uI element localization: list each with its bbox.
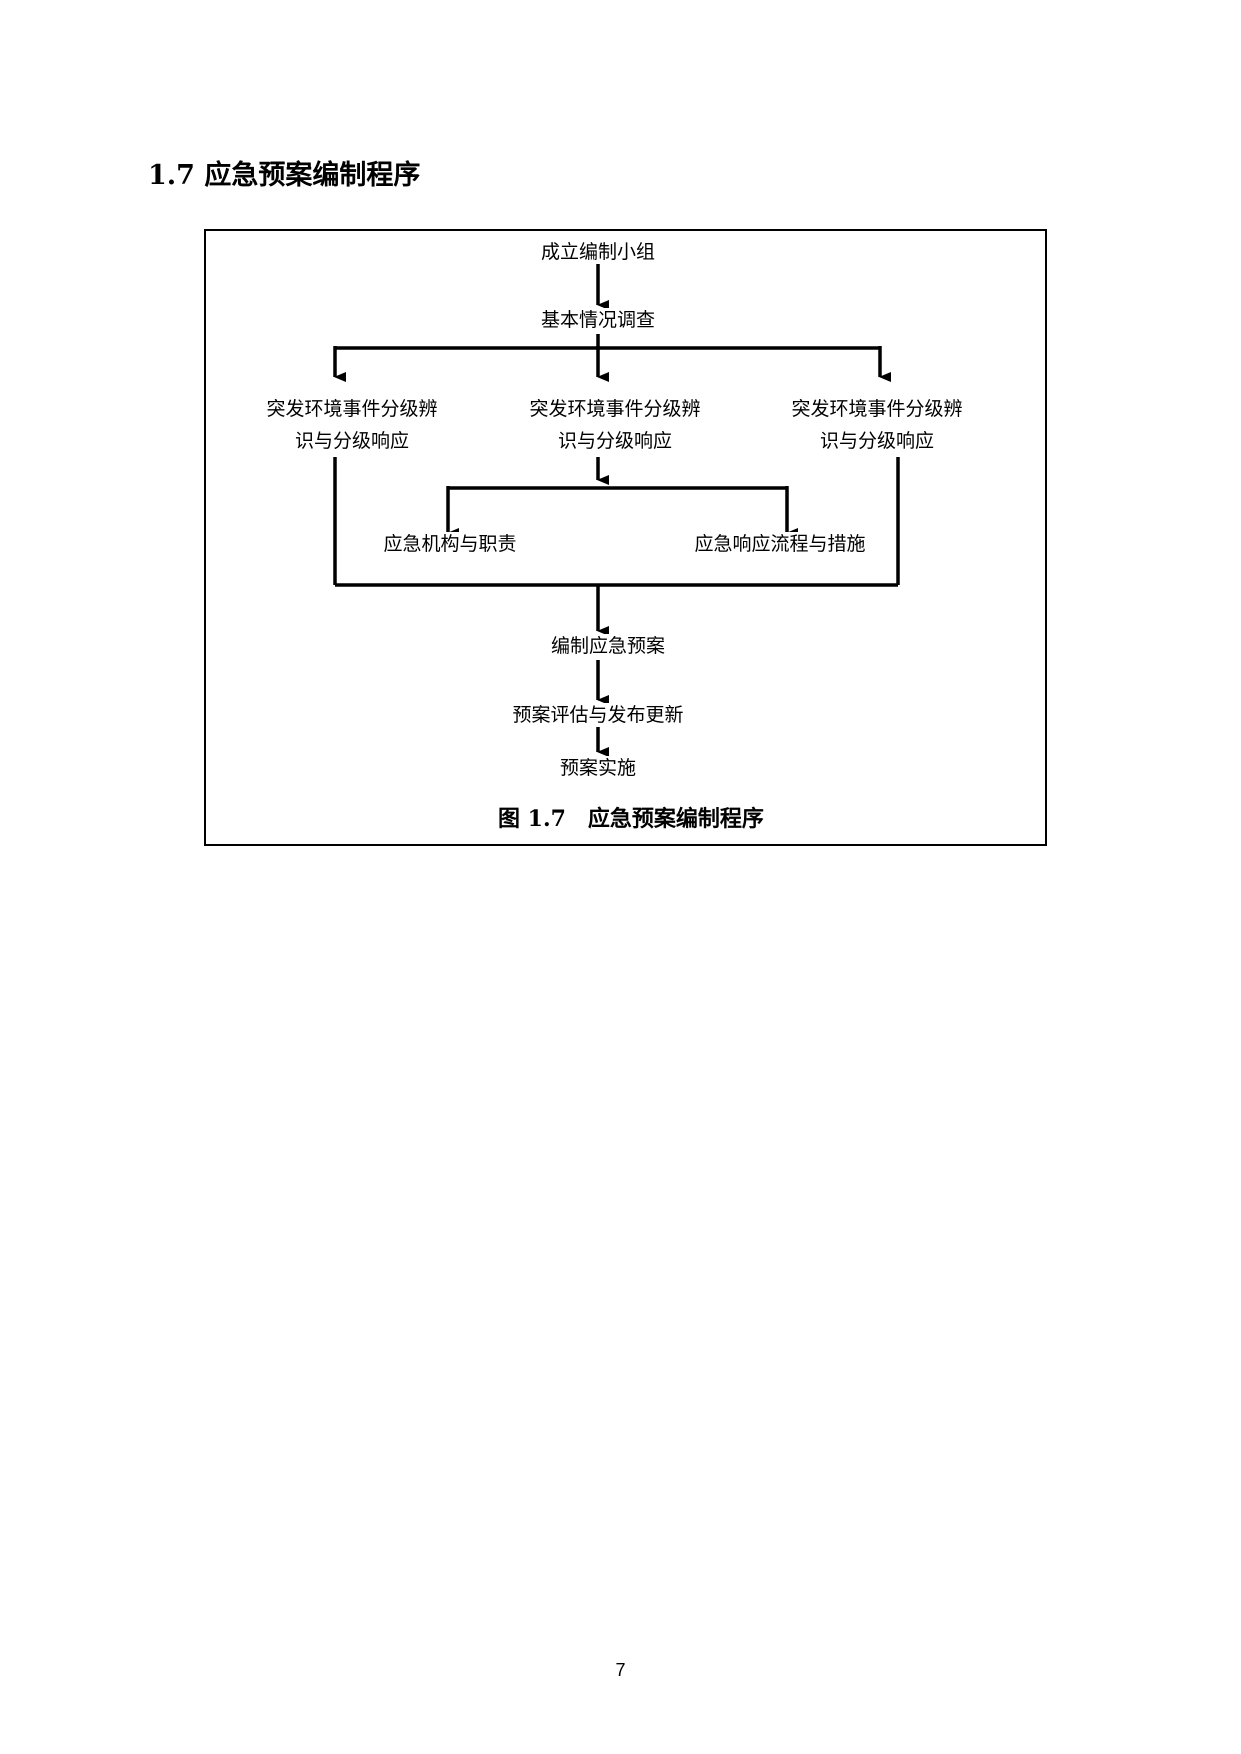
node-branch-left: 突发环境事件分级辨 识与分级响应 [252,393,452,457]
flowchart-frame [204,229,1047,846]
node-branch-middle: 突发环境事件分级辨 识与分级响应 [515,393,715,457]
section-heading: 1.7 应急预案编制程序 [148,160,421,191]
page-number: 7 [615,1660,626,1680]
figure-caption: 图 1.7 应急预案编制程序 [498,806,764,832]
node-implement: 预案实施 [548,756,648,780]
node-response-process: 应急响应流程与措施 [680,532,880,556]
node-branch-right-line2: 识与分级响应 [819,430,934,452]
node-basic-survey: 基本情况调查 [528,308,668,332]
node-form-team: 成立编制小组 [528,240,668,264]
node-branch-right: 突发环境事件分级辨 识与分级响应 [777,393,977,457]
node-branch-left-line2: 识与分级响应 [294,430,409,452]
node-org-duties: 应急机构与职责 [370,532,530,556]
node-branch-middle-line1: 突发环境事件分级辨 [529,398,701,420]
node-branch-right-line1: 突发环境事件分级辨 [791,398,963,420]
node-branch-middle-line2: 识与分级响应 [557,430,672,452]
node-compile-plan: 编制应急预案 [528,634,688,658]
node-evaluate-publish: 预案评估与发布更新 [498,703,698,727]
node-branch-left-line1: 突发环境事件分级辨 [266,398,438,420]
